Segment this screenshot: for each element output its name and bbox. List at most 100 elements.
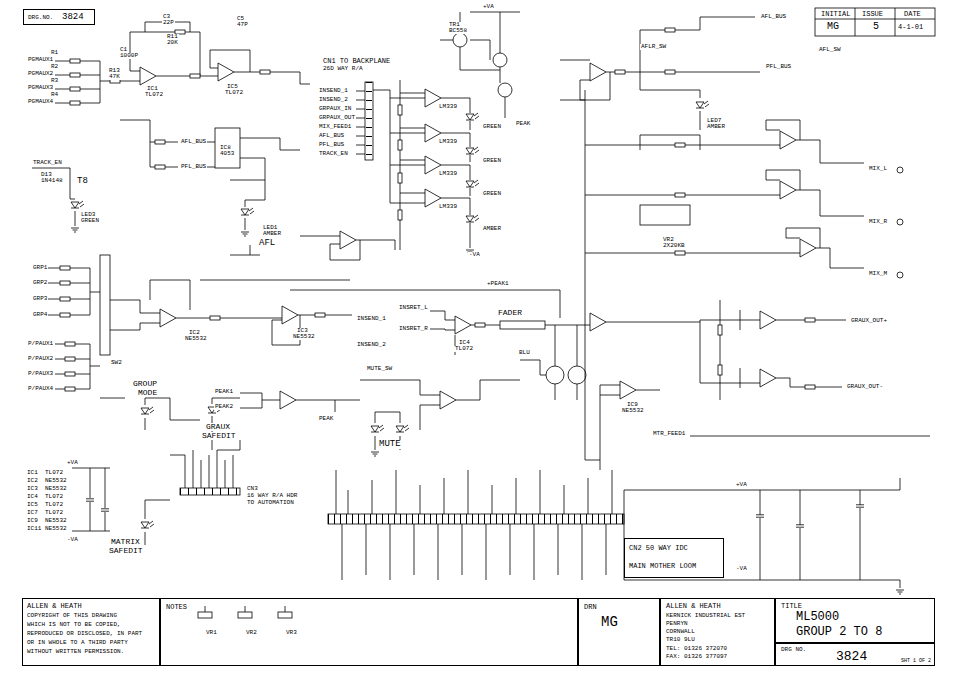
schematic-label: TL072 (44, 470, 64, 476)
component-symbol (282, 306, 298, 324)
schematic-label: GRP3 (32, 296, 48, 302)
schematic-label: NE5532 (184, 336, 208, 342)
schematic-label: NE5532 (292, 334, 316, 340)
schematic-label: INSEND_2 (318, 97, 349, 103)
schematic-label: MIX_L (868, 166, 888, 172)
wire-path (120, 120, 300, 230)
schematic-label: 4053 (219, 151, 235, 157)
schematic-label: MIX_M (868, 271, 888, 277)
block-text: KERNICK INDUSTRIAL EST (666, 613, 745, 619)
component-outline (180, 488, 240, 495)
schematic-label: MUTE_SW (366, 366, 393, 372)
block-text: ALLEN & HEATH (27, 603, 82, 610)
component-symbol (155, 165, 165, 169)
component-symbol (65, 387, 75, 391)
component-symbol (65, 342, 75, 346)
block-text: NOTES (166, 604, 187, 611)
component-symbol (675, 143, 685, 147)
block-text: TEL: 01326 372070 (666, 646, 727, 652)
component-outline (215, 128, 240, 168)
component-symbol (65, 372, 75, 376)
block-text: MAIN MOTHER LOOM (629, 563, 696, 570)
wire-path (180, 488, 240, 495)
wire-path (100, 380, 520, 450)
schematic-label: DATE (903, 11, 922, 18)
schematic-label: TRACK_EN (318, 151, 349, 157)
component-symbol (86, 499, 94, 501)
schematic-label: P/PAUX2 (27, 356, 54, 362)
component-symbol (60, 313, 70, 317)
component-symbol (396, 425, 409, 432)
schematic-label: MG (826, 22, 840, 32)
schematic-label: BLU (518, 350, 531, 356)
schematic-label: R4 (50, 92, 59, 98)
schematic-label: GRAUX_OUT+ (850, 318, 888, 324)
schematic-label: SW2 (110, 360, 123, 366)
schematic-label: PEAK (318, 416, 334, 422)
notes-box: NOTES (160, 598, 578, 666)
schematic-label: GREEN (482, 158, 502, 164)
component-outline (365, 82, 373, 160)
schematic-label: 1N4148 (40, 178, 64, 184)
drawing-number-box: DRG.NO.3824 (23, 9, 95, 25)
schematic-label: MODE (137, 389, 158, 397)
wire-path (72, 468, 170, 545)
schematic-label: PEAK2 (214, 404, 234, 410)
schematic-label: GRAUX_OUT- (846, 384, 884, 390)
schematic-label: TL072 (44, 510, 64, 516)
schematic-label: INITIAL (820, 11, 851, 18)
wire-path (55, 22, 310, 103)
schematic-label: 47K (108, 74, 121, 80)
block-text: CN2 50 WAY IDC (629, 545, 688, 552)
schematic-label: INSEND_2 (356, 342, 387, 348)
schematic-label: AFLR_SW (640, 44, 667, 50)
component-symbol (466, 215, 479, 222)
schematic-label: NE5532 (44, 518, 68, 524)
schematic-label: TL072 (224, 90, 244, 96)
schematic-label: AMBER (706, 124, 726, 130)
component-symbol (190, 74, 200, 78)
schematic-label: SAFEDIT (201, 432, 237, 440)
schematic-label: +PEAK1 (486, 281, 510, 287)
schematic-label: INSEND_1 (356, 316, 387, 322)
component-symbol (60, 297, 70, 301)
component-symbol (241, 232, 249, 236)
schematic-label: CN3 (246, 486, 259, 492)
schematic-label: +VA (66, 460, 79, 466)
component-symbol (398, 173, 402, 183)
block-text: TITLE (781, 603, 802, 610)
wire-path (373, 80, 425, 250)
wire-path (815, 8, 935, 36)
component-symbol (696, 101, 709, 108)
schematic-label: TL072 (44, 502, 64, 508)
schematic-label: PGMAUX3 (27, 85, 54, 91)
component-symbol (590, 63, 606, 81)
component-symbol (218, 63, 234, 81)
component-symbol (71, 228, 79, 232)
schematic-label: LM339 (438, 171, 458, 177)
component-symbol (800, 239, 816, 257)
schematic-label: PFL_BUS (765, 64, 792, 70)
component-symbol (675, 193, 685, 197)
schematic-label: MIX_R (868, 219, 888, 225)
wire-path (205, 606, 285, 612)
schematic-label: INSEND_1 (318, 88, 349, 94)
schematic-label: MUTE (378, 440, 402, 449)
transistor-symbol (897, 272, 903, 278)
schematic-label: TRACK_EN (32, 160, 63, 166)
schematic-label: PEAK (515, 121, 531, 127)
schematic-label: GRAUX (205, 423, 231, 431)
schematic-label: NE5532 (44, 478, 68, 484)
schematic-label: AFL_BUS (318, 133, 345, 139)
wire-path (366, 82, 372, 160)
wire-path (48, 245, 352, 389)
block-text: DRG.NO. (28, 15, 53, 21)
component-outline (278, 612, 292, 618)
schematic-label: 20K (166, 40, 179, 46)
schematic-label: P/PAUX3 (27, 371, 54, 377)
component-symbol (756, 515, 764, 517)
component-symbol (70, 73, 80, 77)
schematic-label: INSRET_R (398, 326, 429, 332)
block-text: TR10 9LU (666, 637, 695, 643)
schematic-label: VR1 (205, 630, 218, 636)
